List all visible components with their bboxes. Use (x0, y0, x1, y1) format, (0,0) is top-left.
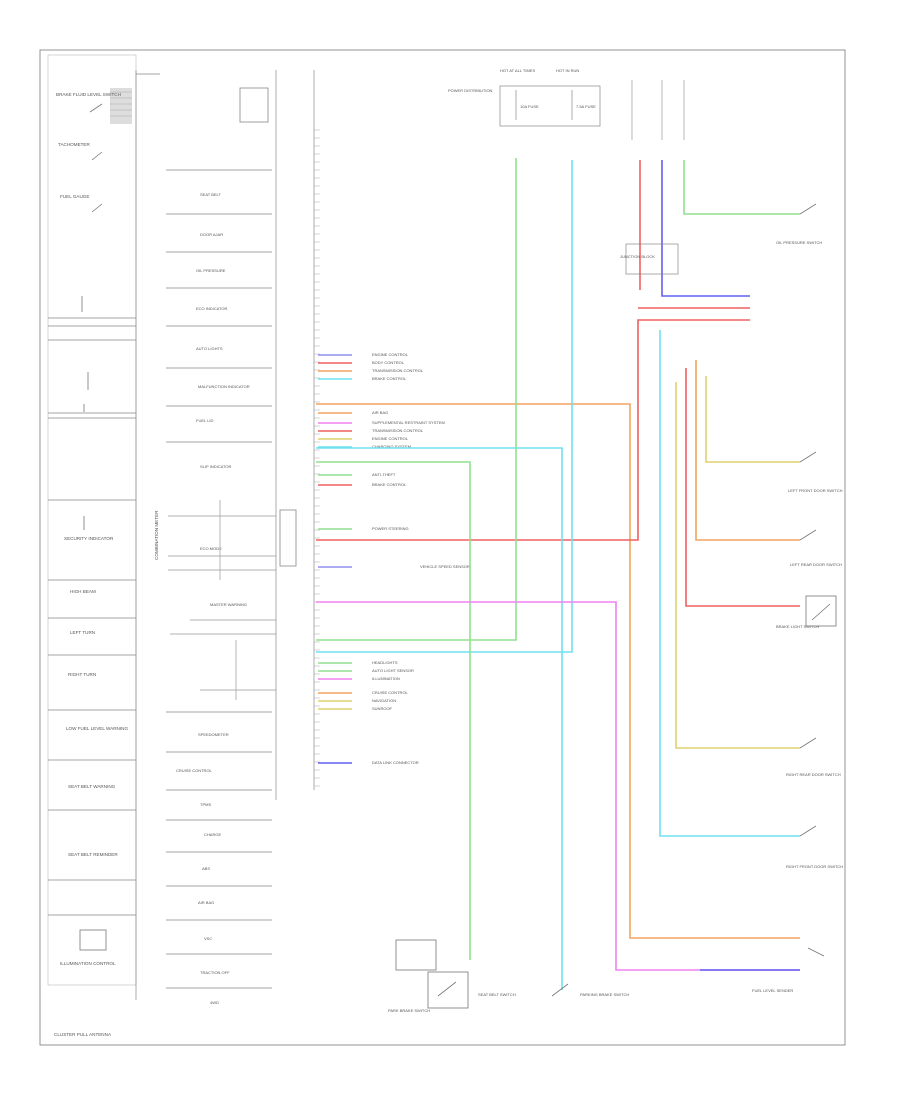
right-component: FUEL LEVEL SENDER (752, 988, 793, 993)
connector-signal-labels: ENGINE CONTROL BODY CONTROL TRANSMISSION… (372, 352, 470, 765)
right-component-labels: OIL PRESSURE SWITCH JUNCTION BLOCK LEFT … (620, 240, 843, 993)
left-label: ILLUMINATION CONTROL (60, 961, 116, 966)
signal-label: POWER STEERING (372, 526, 409, 531)
left-panel-labels: BRAKE FLUID LEVEL SWITCH TACHOMETER FUEL… (56, 92, 128, 966)
left-label: LOW FUEL LEVEL WARNING (66, 726, 128, 731)
middle-label: TPMS (200, 802, 211, 807)
wires (316, 158, 800, 990)
signal-label: ANTI-THEFT (372, 472, 396, 477)
bottom-component: PARK BRAKE SWITCH (388, 1008, 430, 1013)
signal-label: BRAKE CONTROL (372, 376, 407, 381)
right-component: LEFT REAR DOOR SWITCH (790, 562, 842, 567)
middle-separators (166, 169, 272, 989)
middle-label: MASTER WARNING (210, 602, 247, 607)
signal-label: SUNROOF (372, 706, 393, 711)
bottom-component: SEAT BELT SWITCH (478, 992, 516, 997)
right-switch-symbols (799, 203, 837, 957)
top-fuse-boxes (499, 85, 601, 127)
bottom-label: CLUSTER PULL ANTENNA (54, 1032, 112, 1037)
signal-label: TRANSMISSION CONTROL (372, 368, 424, 373)
signal-label: TRANSMISSION CONTROL (372, 428, 424, 433)
middle-label: AIR BAG (198, 900, 214, 905)
left-label: SEAT BELT REMINDER (68, 852, 118, 857)
right-component: RIGHT FRONT DOOR SWITCH (786, 864, 843, 869)
middle-label: SPEEDOMETER (198, 732, 229, 737)
middle-label: AUTO LIGHTS (196, 346, 223, 351)
signal-stubs (318, 354, 352, 764)
middle-label: ABS (202, 866, 210, 871)
hatch-block (110, 88, 132, 124)
middle-label: MALFUNCTION INDICATOR (198, 384, 250, 389)
left-label: TACHOMETER (58, 142, 90, 147)
signal-label: NAVIGATION (372, 698, 396, 703)
signal-label: CHARGING SYSTEM (372, 444, 411, 449)
bottom-component: PARKING BRAKE SWITCH (580, 992, 629, 997)
diagram-frame (39, 49, 846, 1046)
right-component: RIGHT REAR DOOR SWITCH (786, 772, 841, 777)
signal-label: AUTO LIGHT SENSOR (372, 668, 414, 673)
signal-label: HEADLIGHTS (372, 660, 398, 665)
cluster-name: COMBINATION METER (154, 510, 159, 560)
switch-symbols-left (79, 103, 107, 951)
signal-label: BODY CONTROL (372, 360, 405, 365)
label-hot-always: HOT AT ALL TIMES (500, 68, 535, 73)
signal-label: AIR BAG (372, 410, 388, 415)
middle-label: ECO MODE (200, 546, 222, 551)
middle-label: VSC (204, 936, 212, 941)
left-label: FUEL GAUGE (60, 194, 89, 199)
label-power-dist: POWER DISTRIBUTION (448, 88, 493, 93)
signal-label: SUPPLEMENTAL RESTRAINT SYSTEM (372, 420, 445, 425)
right-component: OIL PRESSURE SWITCH (776, 240, 822, 245)
bottom-components (395, 939, 569, 1009)
top-right-rotated-labels (631, 80, 685, 140)
middle-label: CRUISE CONTROL (176, 768, 213, 773)
middle-panel-labels: SEAT BELT DOOR AJAR OIL PRESSURE ECO IND… (176, 192, 250, 1005)
left-label: LEFT TURN (70, 630, 95, 635)
left-label: HIGH BEAM (70, 589, 96, 594)
middle-label: FUEL LID (196, 418, 214, 423)
internal-wiring (168, 500, 276, 700)
label-hot-run: HOT IN RUN (556, 68, 579, 73)
signal-label: VEHICLE SPEED SENSOR (420, 564, 470, 569)
signal-label: CRUISE CONTROL (372, 690, 409, 695)
middle-label: TRACTION OFF (200, 970, 230, 975)
signal-label: DATA LINK CONNECTOR (372, 760, 419, 765)
left-label: RIGHT TURN (68, 672, 96, 677)
left-label: BRAKE FLUID LEVEL SWITCH (56, 92, 121, 97)
right-component: JUNCTION BLOCK (620, 254, 655, 259)
left-label: SEAT BELT WARNING (68, 784, 116, 789)
middle-label: ECO INDICATOR (196, 306, 228, 311)
label-fuse-b: 7.5A FUSE (576, 104, 596, 109)
middle-label: DOOR AJAR (200, 232, 223, 237)
signal-label: BRAKE CONTROL (372, 482, 407, 487)
middle-label: 4WD (210, 1000, 219, 1005)
right-component: LEFT FRONT DOOR SWITCH (788, 488, 843, 493)
middle-label: OIL PRESSURE (196, 268, 226, 273)
signal-label: ENGINE CONTROL (372, 436, 409, 441)
left-panel-lines (48, 317, 136, 916)
signal-label: ENGINE CONTROL (372, 352, 409, 357)
middle-label: CHARGE (204, 832, 221, 837)
signal-label: ILLUMINATION (372, 676, 400, 681)
connector-pins (314, 129, 320, 787)
middle-label: SEAT BELT (200, 192, 221, 197)
right-component: BRAKE LIGHT SWITCH (776, 624, 819, 629)
left-label: SECURITY INDICATOR (64, 536, 114, 541)
label-fuse-a: 10A FUSE (520, 104, 539, 109)
middle-label: SLIP INDICATOR (200, 464, 231, 469)
